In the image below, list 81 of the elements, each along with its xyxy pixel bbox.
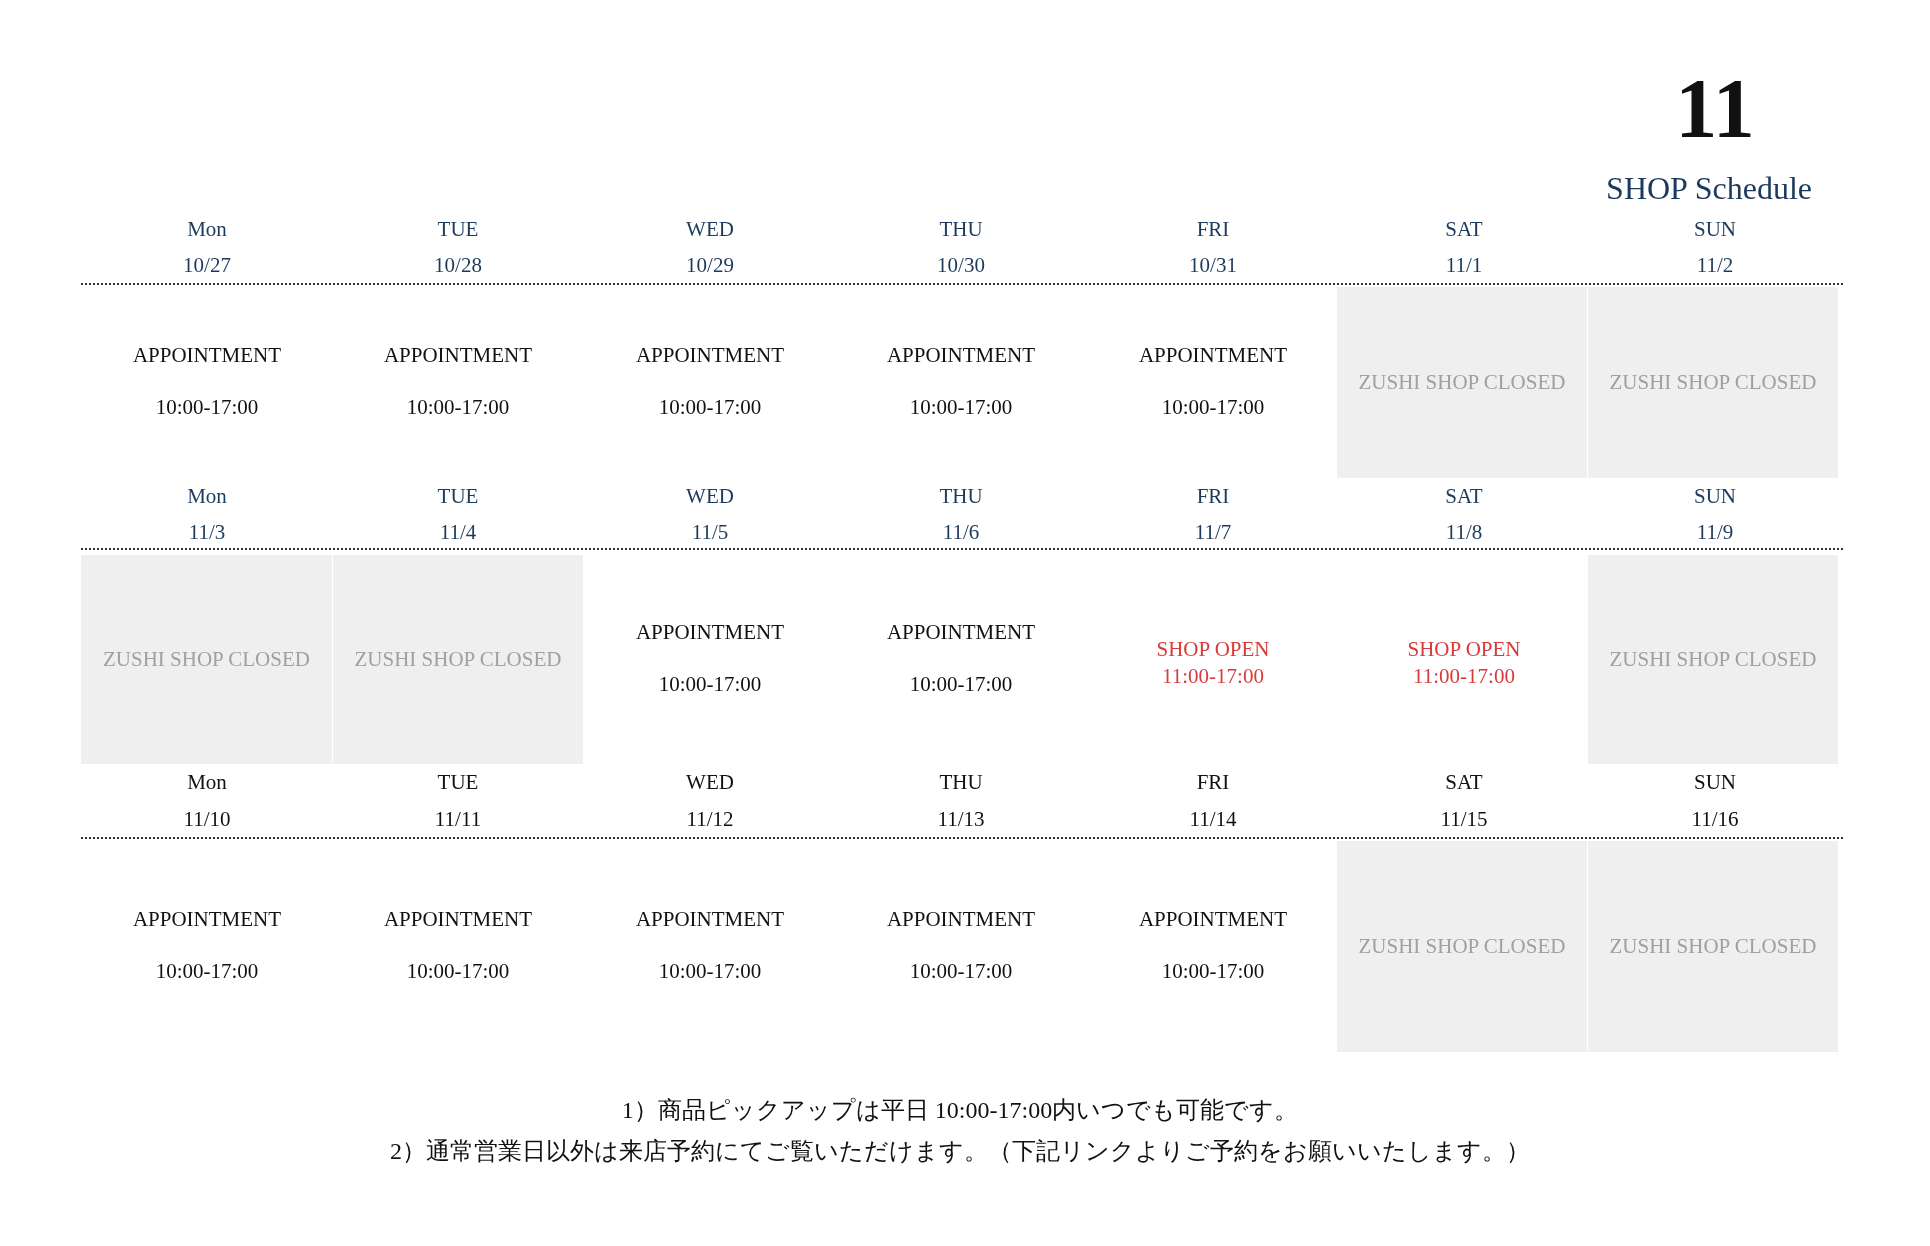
hours-label: 10:00-17:00 [658, 671, 762, 696]
day-name: TUE [437, 769, 479, 795]
day-name: SUN [1694, 216, 1736, 242]
day-name: FRI [1196, 483, 1230, 509]
hours-label: 10:00-17:00 [155, 958, 259, 983]
day-name: WED [686, 216, 734, 242]
appointment-label: APPOINTMENT [132, 906, 282, 931]
appointment-label: APPOINTMENT [132, 342, 282, 367]
date: 10/30 [937, 252, 985, 278]
closed-cell: ZUSHI SHOP CLOSED [1588, 841, 1838, 1052]
date: 11/6 [942, 519, 980, 545]
date: 11/1 [1445, 252, 1483, 278]
note: 1）商品ピックアップは平日 10:00-17:00内いつでも可能です。 [621, 1096, 1299, 1125]
appointment-label: APPOINTMENT [635, 906, 785, 931]
hours-label: 11:00-17:00 [1162, 663, 1264, 688]
appointment-label: APPOINTMENT [886, 619, 1036, 644]
day-name: FRI [1196, 216, 1230, 242]
day-name: Mon [187, 483, 227, 509]
day-name: SAT [1445, 216, 1483, 242]
closed-cell: ZUSHI SHOP CLOSED [81, 555, 332, 764]
day-name: THU [939, 483, 983, 509]
month-number: 11 [1675, 60, 1755, 157]
day-name: THU [939, 769, 983, 795]
shop-open-label: SHOP OPEN [1156, 636, 1270, 661]
closed-cell: ZUSHI SHOP CLOSED [1588, 555, 1838, 764]
hours-label: 10:00-17:00 [658, 958, 762, 983]
day-name: SUN [1694, 483, 1736, 509]
date: 11/8 [1445, 519, 1483, 545]
closed-cell: ZUSHI SHOP CLOSED [1337, 287, 1587, 478]
appointment-label: APPOINTMENT [383, 906, 533, 931]
shop-open-label: SHOP OPEN [1407, 636, 1521, 661]
appointment-label: APPOINTMENT [886, 342, 1036, 367]
day-name: SAT [1445, 769, 1483, 795]
date: 10/31 [1189, 252, 1237, 278]
hours-label: 10:00-17:00 [155, 394, 259, 419]
day-name: SUN [1694, 769, 1736, 795]
day-name: Mon [187, 216, 227, 242]
date: 11/12 [686, 806, 734, 832]
date: 11/15 [1440, 806, 1488, 832]
appointment-label: APPOINTMENT [1138, 906, 1288, 931]
date: 11/10 [183, 806, 231, 832]
date: 10/28 [434, 252, 482, 278]
hours-label: 10:00-17:00 [406, 394, 510, 419]
closed-cell: ZUSHI SHOP CLOSED [333, 555, 583, 764]
date: 11/13 [937, 806, 985, 832]
closed-cell: ZUSHI SHOP CLOSED [1588, 287, 1838, 478]
day-name: THU [939, 216, 983, 242]
hours-label: 10:00-17:00 [909, 958, 1013, 983]
schedule-title: SHOP Schedule [1606, 169, 1812, 207]
date: 10/29 [686, 252, 734, 278]
date: 11/7 [1194, 519, 1232, 545]
closed-cell: ZUSHI SHOP CLOSED [1337, 841, 1587, 1052]
hours-label: 10:00-17:00 [909, 394, 1013, 419]
day-name: TUE [437, 483, 479, 509]
note: 2）通常営業日以外は来店予約にてご覧いただけます。（下記リンクよりご予約をお願いいたします。） [390, 1137, 1530, 1166]
hours-label: 10:00-17:00 [909, 671, 1013, 696]
day-name: WED [686, 769, 734, 795]
date: 11/2 [1696, 252, 1734, 278]
date: 11/9 [1696, 519, 1734, 545]
hours-label: 10:00-17:00 [658, 394, 762, 419]
date: 11/11 [434, 806, 482, 832]
hours-label: 10:00-17:00 [406, 958, 510, 983]
date: 11/5 [691, 519, 729, 545]
hours-label: 10:00-17:00 [1161, 958, 1265, 983]
appointment-label: APPOINTMENT [886, 906, 1036, 931]
day-name: FRI [1196, 769, 1230, 795]
appointment-label: APPOINTMENT [635, 342, 785, 367]
date: 11/16 [1691, 806, 1739, 832]
appointment-label: APPOINTMENT [635, 619, 785, 644]
day-name: WED [686, 483, 734, 509]
date: 11/3 [188, 519, 226, 545]
date: 11/14 [1189, 806, 1237, 832]
date: 11/4 [439, 519, 477, 545]
day-name: Mon [187, 769, 227, 795]
appointment-label: APPOINTMENT [1138, 342, 1288, 367]
hours-label: 10:00-17:00 [1161, 394, 1265, 419]
hours-label: 11:00-17:00 [1413, 663, 1515, 688]
date: 10/27 [183, 252, 231, 278]
day-name: SAT [1445, 483, 1483, 509]
day-name: TUE [437, 216, 479, 242]
appointment-label: APPOINTMENT [383, 342, 533, 367]
